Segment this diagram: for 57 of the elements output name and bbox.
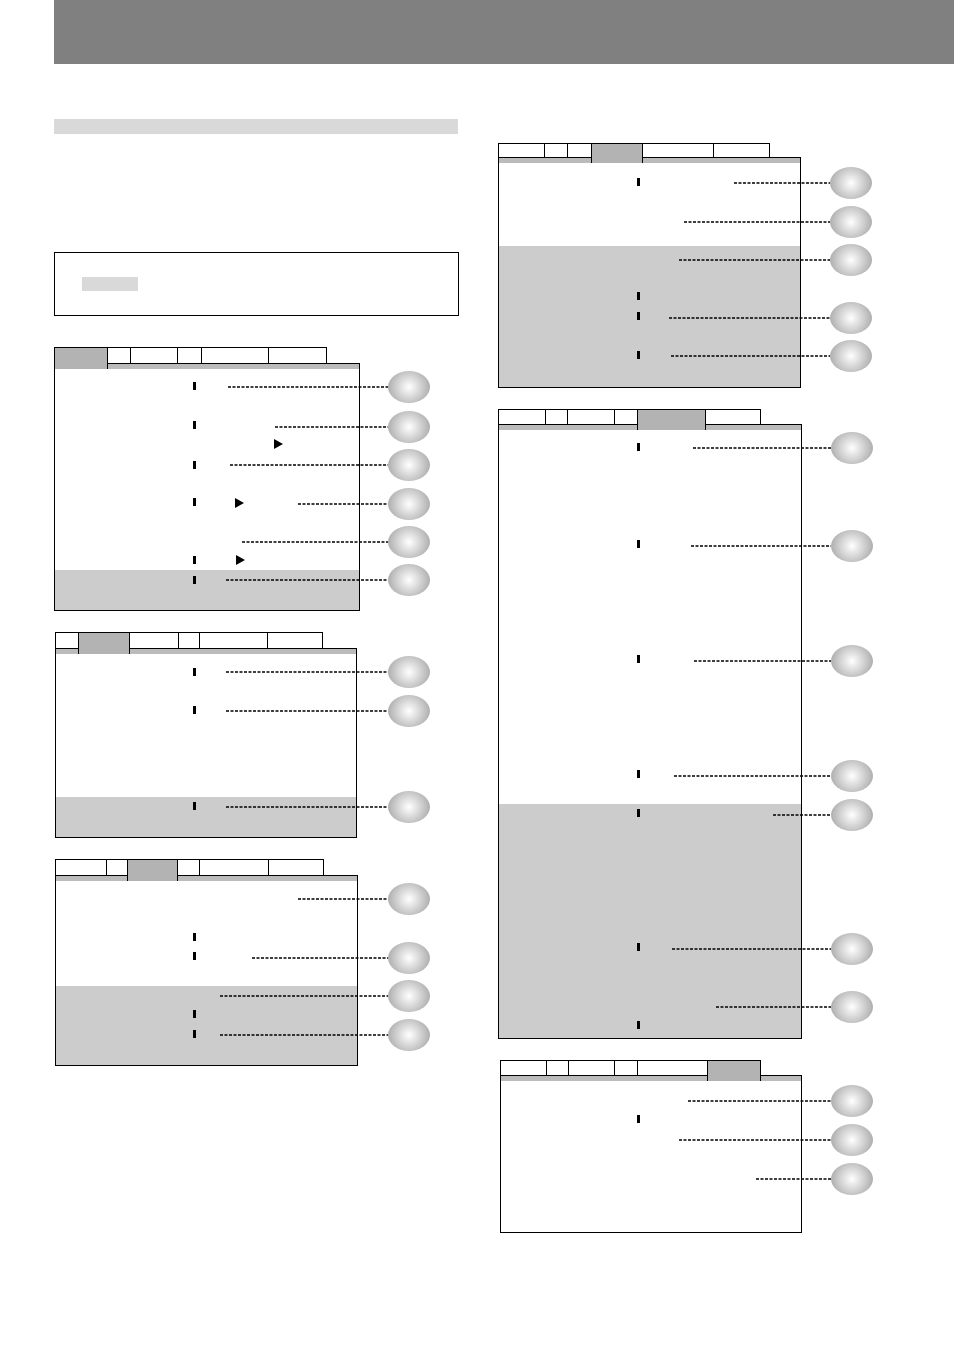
- leader-line: [673, 775, 832, 777]
- callout-circle: [830, 167, 872, 199]
- callout-circle: [830, 244, 872, 276]
- leader-line: [219, 1034, 389, 1036]
- callout-circle: [831, 933, 873, 965]
- callout-circle: [388, 488, 430, 520]
- leader-line: [229, 464, 389, 466]
- callout-circle: [388, 656, 430, 688]
- callout-circle: [388, 564, 430, 596]
- leader-line: [225, 710, 389, 712]
- leader-line: [683, 221, 831, 223]
- callout-circle: [388, 791, 430, 823]
- leader-line: [219, 995, 389, 997]
- leader-line: [671, 948, 832, 950]
- leader-line: [297, 898, 389, 900]
- leader-line: [225, 579, 389, 581]
- leader-line: [733, 182, 831, 184]
- leader-line: [274, 426, 389, 428]
- leader-line: [687, 1100, 832, 1102]
- callout-circle: [388, 449, 430, 481]
- leader-line: [670, 355, 831, 357]
- section-bar: [54, 119, 458, 134]
- leader-line: [678, 259, 831, 261]
- callout-circle: [831, 645, 873, 677]
- leader-line: [668, 317, 831, 319]
- callout-circle: [831, 991, 873, 1023]
- leader-line: [755, 1178, 832, 1180]
- callout-circle: [830, 206, 872, 238]
- leader-line: [678, 1139, 832, 1141]
- callout-circle: [388, 942, 430, 974]
- callout-circle: [831, 432, 873, 464]
- callout-circle: [831, 1085, 873, 1117]
- callout-circle: [831, 799, 873, 831]
- leader-line: [297, 503, 389, 505]
- leader-line: [225, 671, 389, 673]
- callout-circle: [831, 760, 873, 792]
- callout-circle: [388, 411, 430, 443]
- callout-circle: [831, 1163, 873, 1195]
- callout-circle: [831, 1124, 873, 1156]
- callout-circle: [388, 1019, 430, 1051]
- leader-line: [715, 1006, 832, 1008]
- leader-line: [225, 806, 389, 808]
- leader-line: [241, 541, 389, 543]
- callout-circle: [388, 371, 430, 403]
- leader-line: [227, 386, 389, 388]
- callout-circle: [388, 883, 430, 915]
- leader-line: [690, 545, 832, 547]
- leader-line: [251, 957, 389, 959]
- callout-circle: [388, 980, 430, 1012]
- callout-circle: [830, 302, 872, 334]
- callout-circle: [830, 340, 872, 372]
- leader-line: [772, 814, 832, 816]
- callout-circle: [388, 526, 430, 558]
- callout-circle: [831, 530, 873, 562]
- leader-line: [693, 660, 832, 662]
- callout-circle: [388, 695, 430, 727]
- leader-line: [692, 447, 832, 449]
